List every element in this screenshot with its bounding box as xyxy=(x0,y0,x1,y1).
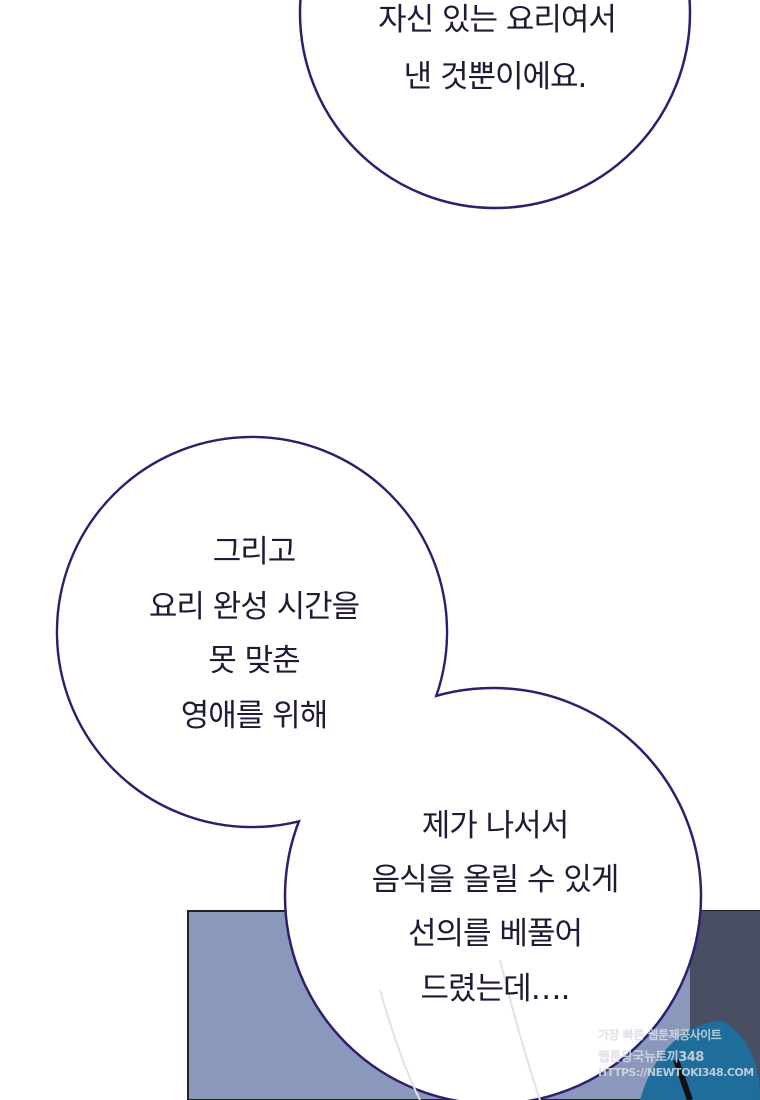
watermark-line: HTTPS://NEWTOKI348.COM xyxy=(598,1066,754,1079)
dialogue-line: 선의를 베풀어 xyxy=(408,916,583,952)
panel-sketch-lines xyxy=(379,959,541,1100)
dialogue-line: 음식을 올릴 수 있게 xyxy=(371,862,620,898)
hand-stroke xyxy=(673,1059,693,1100)
watermark-line: 웹툰왕국뉴토끼348 xyxy=(598,1050,704,1065)
dialogue-line: 자신 있는 요리여서 xyxy=(378,2,617,38)
dialogue-line: 그리고 xyxy=(212,534,297,570)
dialogue-line: 낸 것뿐이에요. xyxy=(403,59,588,95)
speech-bubble-1-outline xyxy=(298,0,692,210)
dialogue-line: 제가 나서서 xyxy=(421,808,569,844)
speech-bubble-3-outline xyxy=(283,686,703,1100)
dialogue-line: 못 맞춘 xyxy=(208,643,300,679)
character-hair xyxy=(640,1020,760,1100)
dialogue-line: 영애를 위해 xyxy=(180,698,328,734)
speech-bubble-2-fill xyxy=(58,438,446,826)
dialogue-line: 요리 완성 시간을 xyxy=(148,589,360,625)
dialogue-line: 드렸는데…. xyxy=(420,971,571,1007)
watermark-line: 가장 빠른 웹툰제공사이트 xyxy=(598,1028,722,1042)
